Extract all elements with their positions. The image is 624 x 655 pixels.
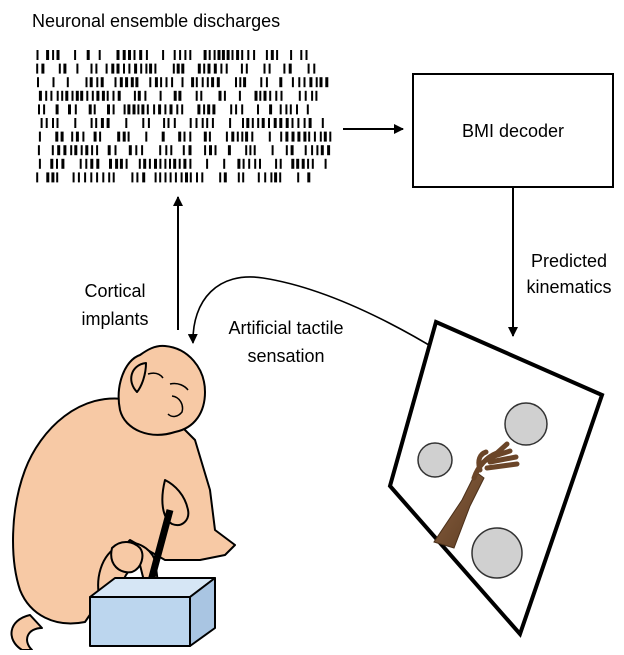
artificial-tactile-line1: Artificial tactile — [200, 317, 372, 339]
target-circle-left — [418, 443, 452, 477]
target-circle-bottom — [472, 528, 522, 578]
decoder-label: BMI decoder — [413, 120, 613, 142]
target-circle-top — [505, 403, 547, 445]
artificial-tactile-line2: sensation — [200, 345, 372, 367]
predicted-kinematics-line2: kinematics — [516, 276, 622, 298]
joystick-box-icon — [90, 578, 215, 646]
cortical-implants-line2: implants — [60, 308, 170, 330]
screen-icon — [390, 322, 602, 634]
predicted-kinematics-line1: Predicted — [516, 250, 622, 272]
cortical-implants-line1: Cortical — [60, 280, 170, 302]
spike-raster — [37, 50, 330, 182]
raster-title: Neuronal ensemble discharges — [32, 10, 342, 32]
